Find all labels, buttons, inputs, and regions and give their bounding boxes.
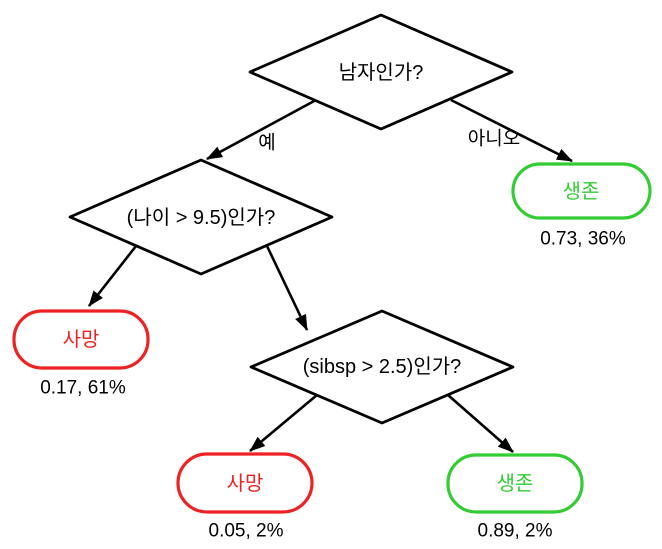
leaf-node-survive-bottom	[446, 453, 584, 514]
leaf-node-die-bottom-label: 사망	[227, 472, 264, 495]
edge-male-yes-arrow	[206, 98, 317, 161]
decision-node-male-label: 남자인가?	[339, 61, 424, 84]
decision-node-age-label: (나이 > 9.5)인가?	[127, 206, 276, 229]
decision-node-male	[248, 13, 514, 131]
leaf-node-survive-top-label: 생존	[563, 180, 600, 203]
decision-node-sibsp-label: (sibsp > 2.5)인가?	[303, 355, 462, 378]
edge-male-no-arrow	[450, 98, 573, 163]
decision-node-sibsp	[249, 309, 515, 425]
leaf-node-survive-top-stats: 0.73, 36%	[540, 229, 626, 250]
decision-node-age	[68, 158, 334, 276]
leaf-node-die-left	[12, 309, 150, 370]
leaf-node-die-left-stats: 0.17, 61%	[40, 378, 126, 399]
leaf-node-survive-bottom-label: 생존	[497, 472, 534, 495]
edge-sibsp-die-arrow	[249, 394, 318, 452]
leaf-node-survive-bottom-stats: 0.89, 2%	[478, 521, 553, 542]
leaf-node-die-left-label: 사망	[63, 328, 100, 351]
edge-age-die-arrow	[87, 245, 138, 307]
edge-sibsp-survive-arrow	[447, 394, 514, 453]
edge-label-no: 아니오	[468, 128, 520, 150]
edge-age-sibsp-arrow	[265, 245, 309, 331]
leaf-node-survive-top	[511, 162, 652, 220]
leaf-node-die-bottom	[176, 452, 314, 514]
edge-label-yes: 예	[258, 132, 275, 154]
leaf-node-die-bottom-stats: 0.05, 2%	[209, 521, 284, 542]
